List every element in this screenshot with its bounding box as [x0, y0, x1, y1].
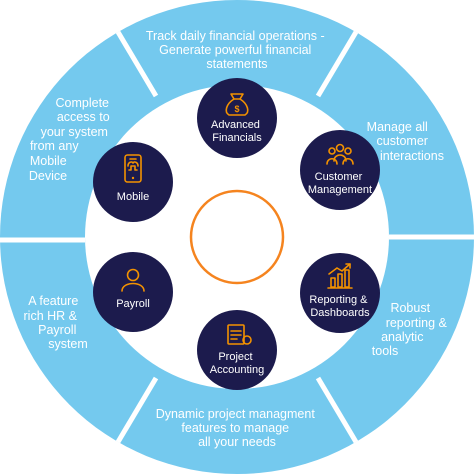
- ring-dividers: [0, 30, 474, 444]
- node-mobile-label: Mobile: [117, 191, 149, 203]
- segment-top-left-text: Complete access to your system from any …: [29, 96, 113, 183]
- node-mobile: Mobile: [93, 142, 173, 222]
- invoice-icon: [227, 324, 252, 345]
- segment-top-right-text: Manage all customer interactions: [367, 120, 444, 163]
- node-customer-management: Customer Management: [300, 130, 380, 210]
- divider-top-left: [115, 30, 159, 98]
- node-customer-management-label: Customer Management: [308, 171, 372, 196]
- node-project-accounting: Project Accounting: [197, 310, 277, 390]
- divider-bottom-right: [315, 376, 359, 444]
- user-icon: [121, 268, 145, 292]
- node-reporting-dashboards-label: Reporting & Dashboards: [309, 294, 370, 319]
- node-advanced-financials: $ Advanced Financials: [197, 78, 277, 158]
- node-payroll: Payroll: [93, 252, 173, 332]
- segment-bottom-right-text: Robust reporting & analytic tools: [372, 301, 451, 358]
- mobile-phone-icon: [124, 154, 142, 183]
- people-group-icon: [326, 143, 354, 165]
- money-bag-icon: $: [225, 93, 249, 116]
- svg-text:$: $: [234, 104, 239, 114]
- segment-top-text: Track daily financial operations - Gener…: [146, 29, 328, 71]
- node-project-accounting-label: Project Accounting: [210, 351, 264, 376]
- node-payroll-label: Payroll: [116, 298, 150, 310]
- segment-bottom-text: Dynamic project managment features to ma…: [156, 407, 319, 449]
- divider-bottom-left: [115, 376, 159, 444]
- bar-chart-icon: [327, 263, 353, 289]
- divider-top-right: [315, 30, 359, 98]
- segment-bottom-left-text: A feature rich HR & Payroll system: [24, 294, 88, 351]
- center-ring: [189, 189, 285, 285]
- node-reporting-dashboards: Reporting & Dashboards: [300, 253, 380, 333]
- node-advanced-financials-label: Advanced Financials: [211, 119, 263, 144]
